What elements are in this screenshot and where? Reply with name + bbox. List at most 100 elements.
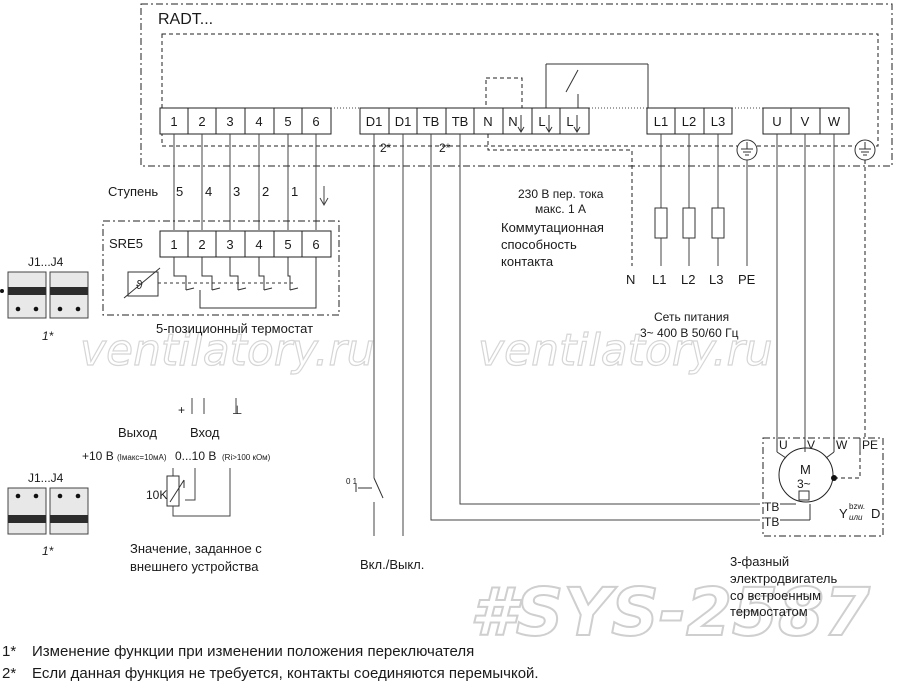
terminal-label: V [801, 114, 810, 129]
terminal-label: 6 [312, 114, 319, 129]
terminal-box [790, 107, 821, 135]
watermark-code: #SYS-2587 [470, 574, 870, 651]
switch-caption: Вкл./Выкл. [360, 557, 424, 572]
terminal-label: L1 [654, 114, 668, 129]
output-label: Выход [118, 425, 157, 440]
motor-delta: D [871, 506, 880, 521]
thermostat-name: SRE5 [109, 236, 143, 251]
contact-rating-line1: 230 В пер. тока [518, 187, 604, 201]
input-value: 0...10 В [175, 449, 216, 463]
motor-terminal: PE [862, 438, 878, 452]
output-value: +10 В [82, 449, 114, 463]
terminal-label: 4 [255, 114, 262, 129]
supply-terminal: N [626, 272, 635, 287]
terminal-label: L2 [682, 114, 696, 129]
terminal-box [244, 107, 275, 135]
terminal-box [674, 107, 705, 135]
terminal-label: L [538, 114, 545, 129]
terminal-box [416, 107, 447, 135]
stage-wires [173, 134, 329, 230]
terminal-label: 1 [170, 237, 177, 252]
supply-terminal: PE [738, 272, 756, 287]
terminal-label: W [828, 114, 841, 129]
terminal-label: 2 [198, 114, 205, 129]
motor-star: Y [839, 506, 848, 521]
jumper-label: J1...J4 [28, 471, 64, 485]
supply-line2: 3~ 400 В 50/60 Гц [640, 326, 739, 340]
ground-label: ⊥ [232, 403, 242, 417]
thermostat-caption: 5-позиционный термостат [156, 321, 313, 336]
terminal-box [273, 107, 303, 135]
motor-terminal: W [836, 438, 848, 452]
terminal-label: N [508, 114, 517, 129]
jumper-block-top: J1...J4 1* [0, 255, 89, 343]
motor-star-or: bzw. [849, 502, 865, 511]
motor-phase: 3~ [797, 477, 811, 491]
controller-housing [140, 3, 893, 167]
external-caption-line2: внешнего устройства [130, 559, 259, 574]
footnote-text: Если данная функция не требуется, контак… [32, 665, 539, 682]
terminal-label: 3 [226, 114, 233, 129]
footnote-text: Изменение функции при изменении положени… [32, 643, 474, 660]
terminal-label: 5 [284, 114, 291, 129]
plus-label: + [178, 403, 185, 417]
note-tb: 2* [439, 141, 451, 155]
stage-number: 3 [233, 184, 240, 199]
terminal-box [388, 107, 418, 135]
stages-label: Ступень [108, 184, 158, 199]
external-caption-line1: Значение, заданное с [130, 541, 262, 556]
motor: U V W PE M 3~ TB TB Y bzw. или D [762, 437, 884, 537]
stage-number: 1 [291, 184, 298, 199]
terminal-label: U [772, 114, 781, 129]
motor-caption-line4: термостатом [730, 604, 808, 619]
input-sub: (Ri>100 кОм) [222, 453, 271, 462]
stage-number: 2 [262, 184, 269, 199]
terminal-box [159, 107, 189, 135]
terminal-box [559, 107, 590, 135]
supply-terminal: L1 [652, 272, 666, 287]
output-sub: (Iмакс=10мА) [117, 453, 167, 462]
terminal-label: TB [452, 114, 469, 129]
potentiometer-label: 10K [146, 488, 167, 502]
terminal-label: 6 [312, 237, 319, 252]
terminal-label: 1 [170, 114, 177, 129]
terminal-label: 4 [255, 237, 262, 252]
terminal-label: D1 [395, 114, 412, 129]
jumper-block-bottom: J1...J4 1* [7, 471, 89, 558]
contact-rating-line3: Коммутационная [501, 220, 604, 235]
motor-star-or2: или [849, 513, 863, 522]
supply-terminal: L2 [681, 272, 695, 287]
motor-terminal: V [807, 438, 815, 452]
terminal-label: L3 [711, 114, 725, 129]
ground-icon [736, 139, 876, 161]
motor-tb-1: TB [764, 500, 779, 514]
terminal-box [215, 107, 246, 135]
motor-caption-line3: со встроенным [730, 588, 821, 603]
terminal-box [646, 107, 676, 135]
controller-terminal-strip: 1 2 3 4 5 6 D1 D1 TB TB N N L L L1 L2 L3… [159, 107, 850, 135]
controller-title: RADT... [158, 11, 213, 28]
note-d1: 2* [380, 141, 392, 155]
footnote-mark: 2* [2, 665, 16, 682]
tb-wires [430, 134, 760, 521]
contact-wire [487, 134, 633, 266]
arrow-down-icon [517, 115, 581, 133]
jumper-note: 1* [42, 329, 54, 343]
relay-contact [485, 63, 649, 109]
terminal-label: 2 [198, 237, 205, 252]
supply-wires [654, 134, 748, 266]
jumper-label: J1...J4 [28, 255, 64, 269]
terminal-box [301, 107, 332, 135]
stage-number: 4 [205, 184, 212, 199]
motor-caption-line1: 3-фазный [730, 554, 789, 569]
terminal-box [531, 107, 561, 135]
terminal-label: 5 [284, 237, 291, 252]
footnote-mark: 1* [2, 643, 16, 660]
watermark-left: ventilatory.ru [80, 325, 375, 376]
switch-marks: 0 1 [346, 477, 358, 486]
terminal-label: D1 [366, 114, 383, 129]
motor-wires [776, 134, 866, 438]
watermark-right: ventilatory.ru [478, 325, 773, 376]
terminal-label: L [566, 114, 573, 129]
